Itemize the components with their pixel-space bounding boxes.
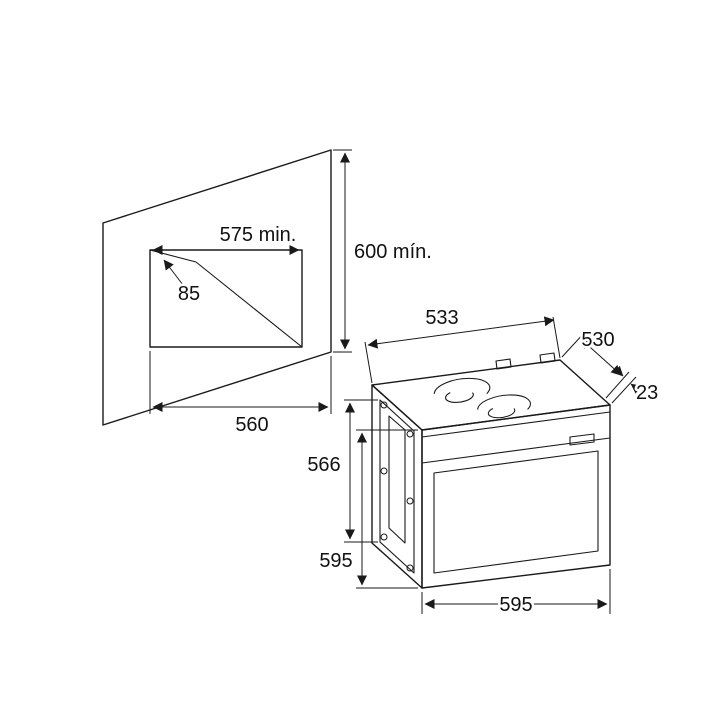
dimension-oven-height: 595: [317, 429, 418, 589]
screw-hole: [380, 401, 388, 409]
dimension-frame-height: 566: [305, 399, 378, 543]
label-530: 530: [581, 329, 614, 351]
dimension-corner-offset: 85: [163, 259, 203, 308]
control-panel-line: [421, 437, 611, 464]
label-575-min: 575 min.: [220, 224, 297, 246]
cabinet-dimensions: 575 min. 600 mín. 85 560: [149, 149, 434, 439]
leader-line-85: [163, 259, 184, 286]
control-display: [569, 433, 595, 446]
top-trim-line: [421, 411, 611, 438]
screw-hole: [380, 533, 388, 541]
oven-front-face: [421, 404, 611, 589]
oven-top-face: [371, 359, 611, 431]
dimension-oven-top-depth: 530: [561, 327, 637, 404]
dim-arrow-23-a: [612, 365, 624, 377]
label-566: 566: [307, 454, 340, 476]
fan-swirl-icon: [477, 394, 531, 419]
oven-dimensions: 533 530 23 566 595 5: [305, 305, 661, 619]
ext-lines-560: [149, 351, 332, 414]
oven-side-face: [371, 384, 423, 589]
screw-hole: [406, 497, 414, 505]
door-outline: [433, 450, 599, 574]
fan-swirl-icon: [433, 377, 491, 403]
label-560: 560: [235, 414, 268, 436]
label-23: 23: [636, 382, 658, 404]
screw-hole: [406, 430, 414, 438]
label-595-height: 595: [319, 550, 352, 572]
niche-depth-lines: [149, 249, 303, 348]
label-533: 533: [425, 307, 458, 329]
screw-hole: [406, 564, 414, 572]
dimension-front-overhang: 23: [612, 365, 661, 407]
side-mounting-frame: [379, 399, 415, 574]
cabinet-niche-drawing: [102, 149, 332, 426]
dimension-oven-top-width: 533: [364, 305, 561, 384]
dim-arrow-23-b: [630, 383, 642, 394]
dimension-cabinet-width: 575 min.: [152, 222, 300, 255]
mounting-tab-left: [495, 358, 512, 370]
niche-opening: [149, 249, 303, 348]
dim-line-533: [367, 316, 555, 349]
dimension-cabinet-base-width: 560: [149, 351, 332, 439]
ext-lines-600: [333, 149, 352, 353]
cabinet-outline: [102, 149, 332, 426]
label-600-min: 600 mín.: [354, 241, 432, 263]
ext-lines-566: [344, 399, 378, 543]
dimension-cabinet-height: 600 mín.: [333, 149, 434, 353]
mounting-tab-right: [539, 352, 556, 364]
ext-lines-595v: [356, 429, 418, 589]
label-85: 85: [178, 283, 200, 305]
screw-hole: [380, 467, 388, 475]
label-595-width: 595: [499, 594, 532, 616]
dimension-oven-width: 595: [421, 569, 611, 619]
ext-lines-530: [561, 331, 637, 404]
oven-drawing: [371, 352, 611, 589]
ext-lines-595h: [421, 569, 611, 614]
